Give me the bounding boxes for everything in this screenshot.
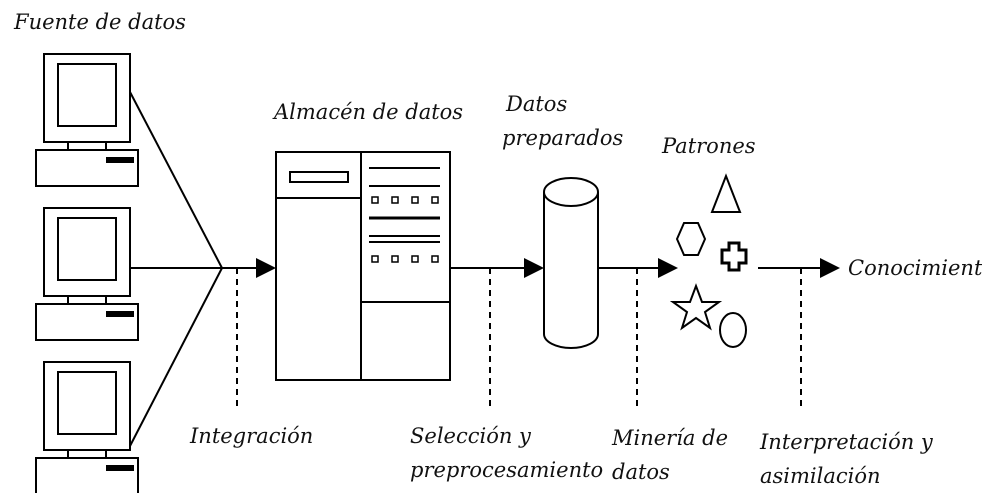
- arrow-knowledge: [758, 258, 840, 278]
- arrow-mining: [598, 258, 678, 278]
- star-icon: [669, 283, 723, 331]
- arrow-integration: [222, 258, 276, 278]
- label-integration: Integración: [190, 424, 314, 448]
- converging-lines: [129, 91, 223, 447]
- arrow-selection: [450, 258, 544, 278]
- database-cylinder-icon: [543, 177, 599, 349]
- triangle-icon: [710, 173, 742, 213]
- label-selection-1: Selección y: [410, 424, 531, 448]
- label-prepared-data-2: preparados: [502, 126, 624, 150]
- computer-icon-1: [35, 53, 139, 187]
- label-mining-1: Minería de: [612, 426, 728, 450]
- label-selection-2: preprocesamiento: [410, 458, 604, 482]
- computer-icon-3: [35, 361, 139, 493]
- label-data-source: Fuente de datos: [14, 10, 186, 34]
- label-mining-2: datos: [612, 460, 670, 484]
- label-interpretation-1: Interpretación y: [760, 430, 933, 454]
- hexagon-icon: [675, 222, 707, 256]
- label-patterns: Patrones: [662, 134, 756, 158]
- label-interpretation-2: asimilación: [760, 464, 881, 488]
- cross-icon: [720, 241, 748, 272]
- label-data-warehouse: Almacén de datos: [274, 100, 464, 124]
- computer-icon-2: [35, 207, 139, 341]
- server-cabinet-icon: [275, 151, 451, 381]
- label-prepared-data-1: Datos: [506, 92, 568, 116]
- patterns-group: [669, 173, 748, 348]
- label-knowledge: Conocimiento: [848, 256, 982, 280]
- circle-icon: [719, 312, 747, 348]
